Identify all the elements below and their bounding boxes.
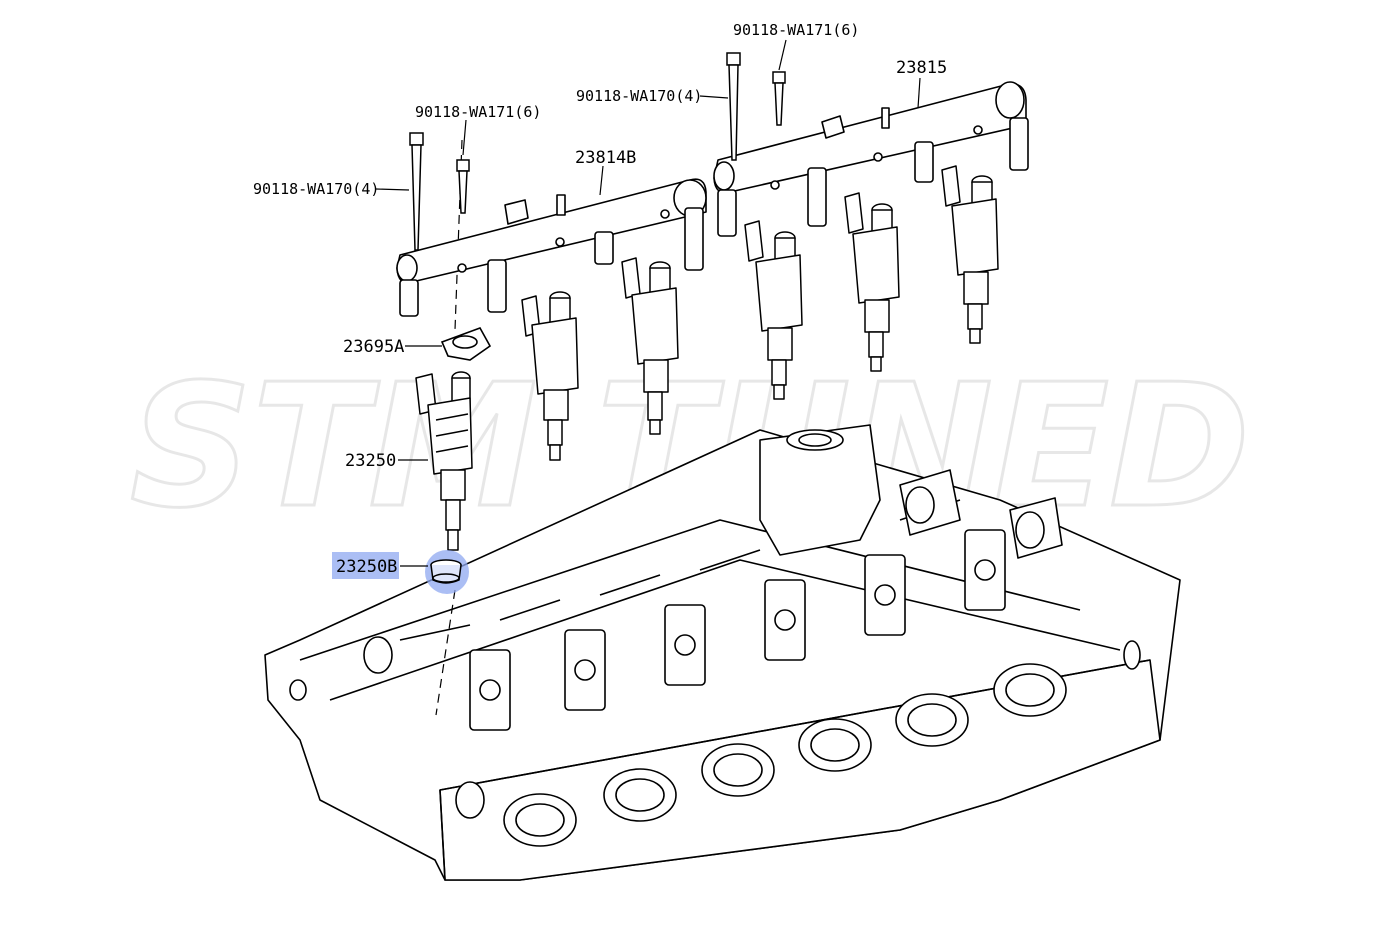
insulator bbox=[440, 327, 492, 361]
injector-left-2 bbox=[621, 257, 679, 435]
bolt-head-right-long bbox=[726, 52, 741, 66]
injector-right-1 bbox=[744, 220, 803, 400]
combustion-seal-ring bbox=[430, 559, 462, 584]
combustion-chambers bbox=[503, 663, 1067, 847]
injectors bbox=[415, 165, 999, 551]
label-insulator[interactable]: 23695A bbox=[343, 337, 404, 357]
label-injector[interactable]: 23250 bbox=[345, 451, 396, 471]
leader-lines bbox=[375, 39, 921, 567]
label-bolt-a-top[interactable]: 90118-WA171(6) bbox=[733, 21, 859, 39]
label-seal[interactable]: 23250B bbox=[336, 557, 397, 577]
bolt-head-left-long bbox=[409, 132, 424, 146]
bolt-head-right-short bbox=[772, 71, 786, 84]
cylinder-head bbox=[264, 424, 1181, 881]
injector-right-3 bbox=[941, 165, 999, 344]
label-bolt-b-top[interactable]: 90118-WA170(4) bbox=[576, 87, 702, 105]
part-labels: 90118-WA171(6) 90118-WA170(4) 23815 9011… bbox=[253, 21, 947, 579]
fuel-rail-right bbox=[713, 81, 1029, 237]
injector-left-1 bbox=[521, 291, 579, 461]
bolt-head-left-short bbox=[456, 159, 470, 172]
label-rail-left[interactable]: 23814B bbox=[575, 148, 636, 168]
label-rail-right[interactable]: 23815 bbox=[896, 58, 947, 78]
injector-exploded bbox=[415, 371, 473, 551]
fuel-rail-left bbox=[396, 178, 707, 317]
valve-train bbox=[399, 499, 1006, 731]
seal-highlight bbox=[425, 550, 469, 594]
bolts bbox=[409, 52, 786, 251]
label-bolt-a-left[interactable]: 90118-WA171(6) bbox=[415, 103, 541, 121]
label-seal-highlight bbox=[332, 552, 399, 579]
label-bolt-b-left[interactable]: 90118-WA170(4) bbox=[253, 180, 379, 198]
injector-right-2 bbox=[844, 192, 900, 372]
